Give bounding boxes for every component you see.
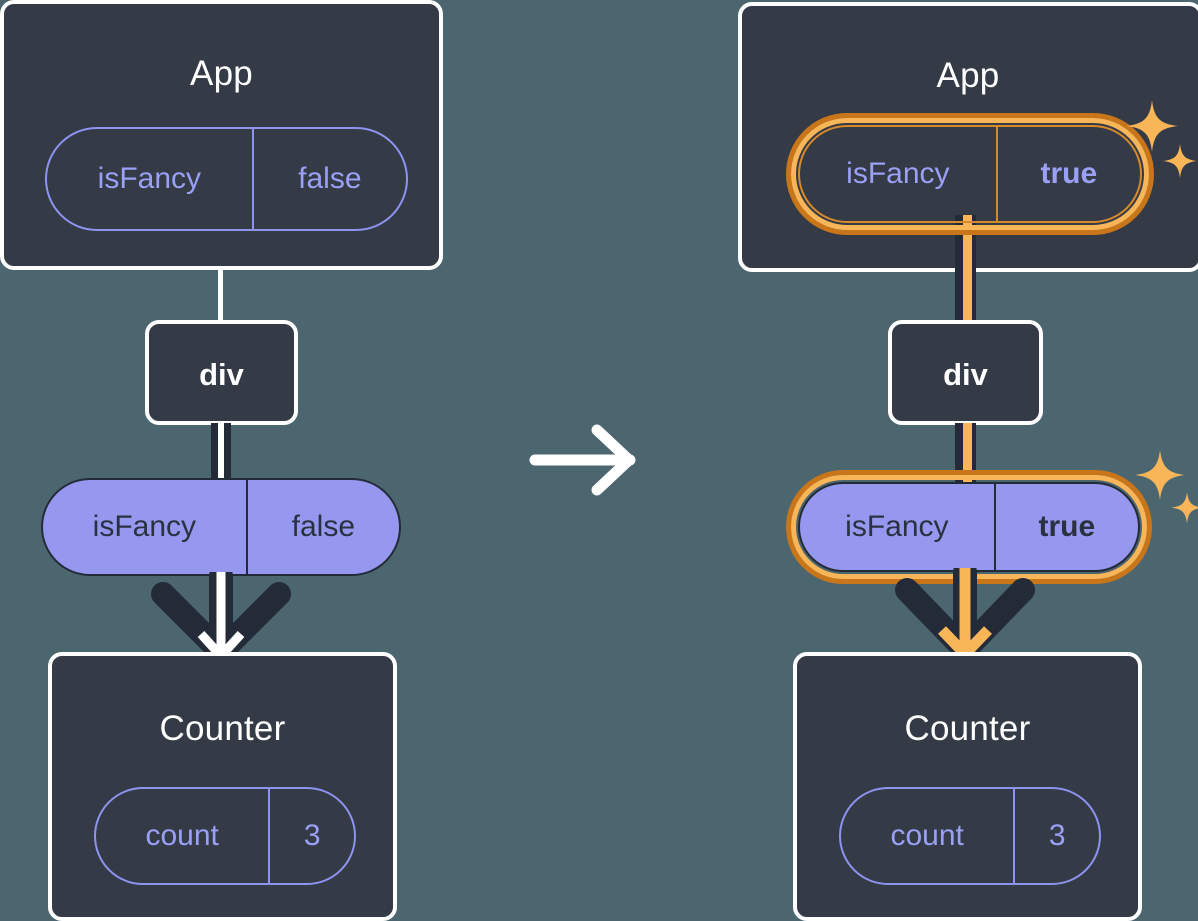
div-label-before: div bbox=[199, 357, 244, 392]
counter-title-after: Counter bbox=[904, 709, 1031, 748]
prop-pill-after: isFancy true bbox=[798, 482, 1140, 572]
counter-panel-after: Counter count 3 bbox=[793, 652, 1142, 921]
div-panel-before: div bbox=[145, 320, 298, 425]
connector-div-to-prop-highlight-after bbox=[963, 423, 972, 485]
app-panel-before: App isFancy false bbox=[0, 0, 443, 270]
app-state-key-after: isFancy bbox=[846, 157, 950, 190]
counter-state-value-before: 3 bbox=[268, 789, 354, 883]
prop-value-after: true bbox=[993, 484, 1138, 570]
app-state-value-before: false bbox=[251, 129, 406, 229]
counter-panel-before: Counter count 3 bbox=[48, 652, 397, 921]
div-label-after: div bbox=[943, 357, 988, 392]
counter-state-pill-after: count 3 bbox=[839, 787, 1101, 885]
div-panel-after: div bbox=[888, 320, 1043, 425]
counter-state-value-after: 3 bbox=[1013, 789, 1099, 883]
counter-state-key-after: count bbox=[890, 819, 964, 852]
app-state-value-after: true bbox=[995, 127, 1140, 221]
sparkle-icon-app-after bbox=[1126, 100, 1197, 178]
prop-value-before: false bbox=[245, 480, 399, 574]
counter-state-key-before: count bbox=[145, 819, 219, 852]
app-state-pill-before: isFancy false bbox=[45, 127, 408, 231]
connector-app-to-div-highlight-after bbox=[963, 215, 972, 330]
counter-state-pill-before: count 3 bbox=[94, 787, 356, 885]
prop-key-after: isFancy bbox=[845, 510, 949, 543]
sparkle-icon-prop-after bbox=[1136, 450, 1198, 524]
connector-div-to-prop-inner-before bbox=[218, 423, 224, 485]
app-state-key-before: isFancy bbox=[97, 162, 202, 195]
app-state-pill-after: isFancy true bbox=[798, 125, 1142, 223]
counter-title-before: Counter bbox=[159, 709, 286, 748]
app-title-after: App bbox=[936, 56, 1000, 95]
connector-app-to-div-before bbox=[218, 266, 223, 324]
prop-key-before: isFancy bbox=[92, 510, 197, 543]
transition-right-arrow-icon bbox=[529, 424, 636, 496]
app-title-before: App bbox=[190, 54, 253, 93]
prop-pill-before: isFancy false bbox=[41, 478, 401, 576]
